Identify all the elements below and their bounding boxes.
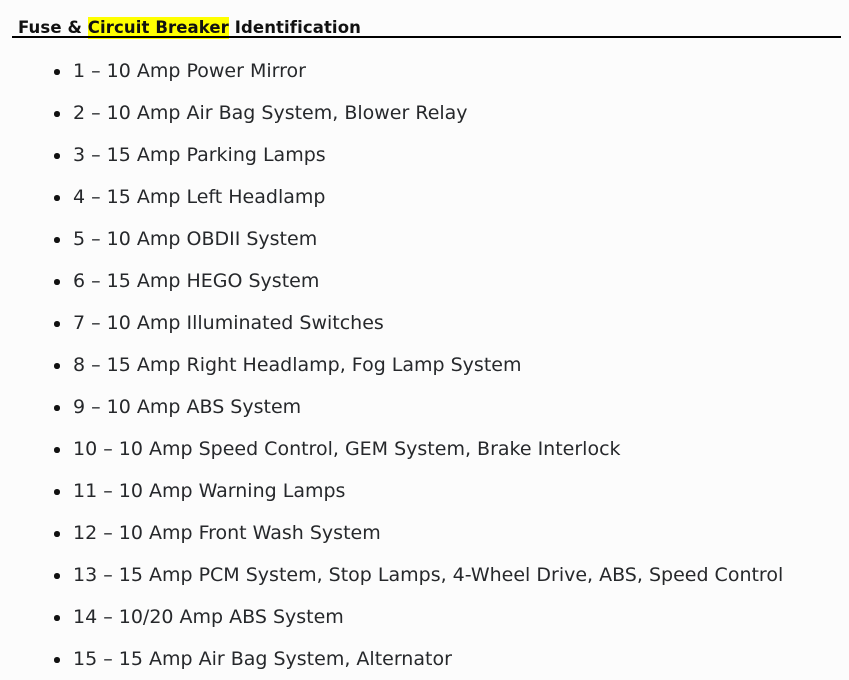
list-item: 6 – 15 Amp HEGO System (0, 260, 849, 302)
list-item: 15 – 15 Amp Air Bag System, Alternator (0, 638, 849, 680)
page-title: Fuse & Circuit Breaker Identification (18, 17, 361, 40)
list-item-label: 6 – 15 Amp HEGO System (73, 270, 320, 292)
list-item: 2 – 10 Amp Air Bag System, Blower Relay (0, 92, 849, 134)
list-item-label: 5 – 10 Amp OBDII System (73, 228, 318, 250)
bullet-icon (54, 657, 60, 663)
bullet-icon (54, 279, 60, 285)
list-item: 12 – 10 Amp Front Wash System (0, 512, 849, 554)
list-item: 5 – 10 Amp OBDII System (0, 218, 849, 260)
list-item: 1 – 10 Amp Power Mirror (0, 50, 849, 92)
bullet-icon (54, 615, 60, 621)
list-item-label: 4 – 15 Amp Left Headlamp (73, 186, 326, 208)
list-item: 9 – 10 Amp ABS System (0, 386, 849, 428)
list-item: 7 – 10 Amp Illuminated Switches (0, 302, 849, 344)
list-item: 11 – 10 Amp Warning Lamps (0, 470, 849, 512)
list-item-label: 11 – 10 Amp Warning Lamps (73, 480, 346, 502)
list-item: 8 – 15 Amp Right Headlamp, Fog Lamp Syst… (0, 344, 849, 386)
bullet-icon (54, 531, 60, 537)
list-item-label: 15 – 15 Amp Air Bag System, Alternator (73, 648, 452, 670)
list-item-label: 12 – 10 Amp Front Wash System (73, 522, 381, 544)
list-item-label: 1 – 10 Amp Power Mirror (73, 60, 306, 82)
list-item-label: 2 – 10 Amp Air Bag System, Blower Relay (73, 102, 468, 124)
page-title-prefix: Fuse & (18, 18, 88, 38)
list-item: 3 – 15 Amp Parking Lamps (0, 134, 849, 176)
page-title-highlight: Circuit Breaker (87, 17, 229, 40)
bullet-icon (54, 237, 60, 243)
page-title-suffix: Identification (228, 18, 361, 38)
bullet-icon (54, 195, 60, 201)
list-item-label: 10 – 10 Amp Speed Control, GEM System, B… (73, 438, 621, 460)
bullet-icon (54, 111, 60, 117)
fuse-list: 1 – 10 Amp Power Mirror 2 – 10 Amp Air B… (0, 50, 849, 680)
list-item: 13 – 15 Amp PCM System, Stop Lamps, 4-Wh… (0, 554, 849, 596)
bullet-icon (54, 489, 60, 495)
list-item-label: 8 – 15 Amp Right Headlamp, Fog Lamp Syst… (73, 354, 522, 376)
bullet-icon (54, 573, 60, 579)
bullet-icon (54, 153, 60, 159)
bullet-icon (54, 405, 60, 411)
list-item: 10 – 10 Amp Speed Control, GEM System, B… (0, 428, 849, 470)
heading-divider (12, 36, 841, 38)
bullet-icon (54, 363, 60, 369)
list-item-label: 7 – 10 Amp Illuminated Switches (73, 312, 384, 334)
bullet-icon (54, 69, 60, 75)
list-item-label: 3 – 15 Amp Parking Lamps (73, 144, 326, 166)
list-item: 14 – 10/20 Amp ABS System (0, 596, 849, 638)
list-item: 4 – 15 Amp Left Headlamp (0, 176, 849, 218)
list-item-label: 9 – 10 Amp ABS System (73, 396, 302, 418)
bullet-icon (54, 321, 60, 327)
list-item-label: 13 – 15 Amp PCM System, Stop Lamps, 4-Wh… (73, 564, 784, 586)
list-item-label: 14 – 10/20 Amp ABS System (73, 606, 344, 628)
bullet-icon (54, 447, 60, 453)
